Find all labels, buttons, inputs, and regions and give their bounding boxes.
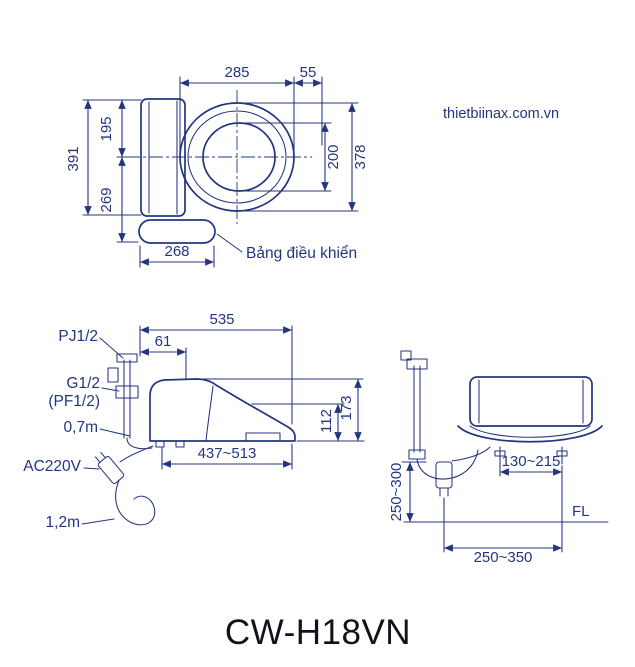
side-view-inlet-fitting [116,353,138,363]
rear-view-plug-prongs [439,487,449,497]
side-view-power-plug [94,451,125,484]
dim-173-label: 173 [338,395,355,420]
side-view-valve-handle [107,367,119,383]
side-view-water-pipe [123,359,131,439]
dim-268-label: 268 [164,243,189,260]
top-view-seat-opening [202,122,276,192]
side-view-supply-hose [126,437,153,450]
dim-285-label: 285 [224,64,249,81]
model-title: CW-H18VN [225,613,411,652]
control-panel-leader-line [216,233,243,253]
website-text: thietbiinax.com.vn [443,106,559,122]
rear-view-valve-handle [400,350,412,361]
rear-view-plug-body [435,461,453,489]
side-view-extension-lines [139,325,365,470]
rear-view: 130~215 250~300 250~350 FL [388,350,609,566]
dim-200-label: 200 [325,144,342,169]
dim-269-label: 269 [98,187,115,212]
hose-length-label: 0,7m [64,419,98,436]
top-view-body-outline [140,98,186,217]
floor-level-label: FL [572,503,590,520]
dim-250-300-label: 250~300 [388,463,405,522]
rear-view-bowl-inner [469,425,591,438]
top-view: 285 55 195 391 269 200 378 268 Bảng điều… [65,64,369,268]
dim-391-label: 391 [65,146,82,171]
rear-view-bolt-washer-2 [556,450,568,457]
rear-view-water-pipe [413,365,421,453]
rear-view-tank-details [478,379,584,424]
side-view-mount-foot-1 [155,440,165,448]
valve-label: G1/2 [66,375,100,392]
rear-view-pipe-elbow [408,449,426,460]
plug-body [97,456,125,484]
top-view-centerlines [126,90,312,224]
rear-view-supply-hose [416,449,479,480]
cord-length-label: 1,2m [46,514,80,531]
side-view-unit-details [205,385,281,442]
side-view-unit-outline [149,378,296,442]
side-view: 535 61 112 173 437~513 PJ1/2 G1/2 (PF1/2… [23,311,365,531]
dim-250-350-label: 250~350 [474,549,533,566]
top-view-body-details [148,100,178,215]
side-view-power-cord [115,445,156,526]
rear-view-bolt-washer-1 [494,450,506,457]
plug-prongs [94,451,106,463]
side-view-mount-foot-2 [175,440,185,448]
top-view-lid-outline [179,102,295,212]
dim-535-label: 535 [209,311,234,328]
rear-view-shutoff-valve [406,358,428,370]
water-inlet-label: PJ1/2 [58,328,98,345]
rear-view-bowl-outer [457,425,603,443]
power-label: AC220V [23,458,81,475]
rear-view-extension-lines [401,461,563,553]
dim-195-label: 195 [98,116,115,141]
dim-112-label: 112 [318,409,335,433]
dim-437-513-label: 437~513 [198,445,257,462]
top-view-control-panel [138,219,216,244]
dim-55-label: 55 [300,64,317,81]
dim-130-215-label: 130~215 [502,453,561,470]
dim-61-label: 61 [155,333,172,350]
valve-alt-label: (PF1/2) [48,393,100,410]
dim-378-label: 378 [352,144,369,169]
control-panel-label: Bảng điều khiển [246,245,357,262]
rear-view-tank-outline [469,376,593,427]
side-view-leader-lines [81,337,131,525]
side-view-shutoff-valve [115,385,139,399]
rear-view-power-cord [451,446,491,462]
top-view-seat-ring [187,110,287,204]
